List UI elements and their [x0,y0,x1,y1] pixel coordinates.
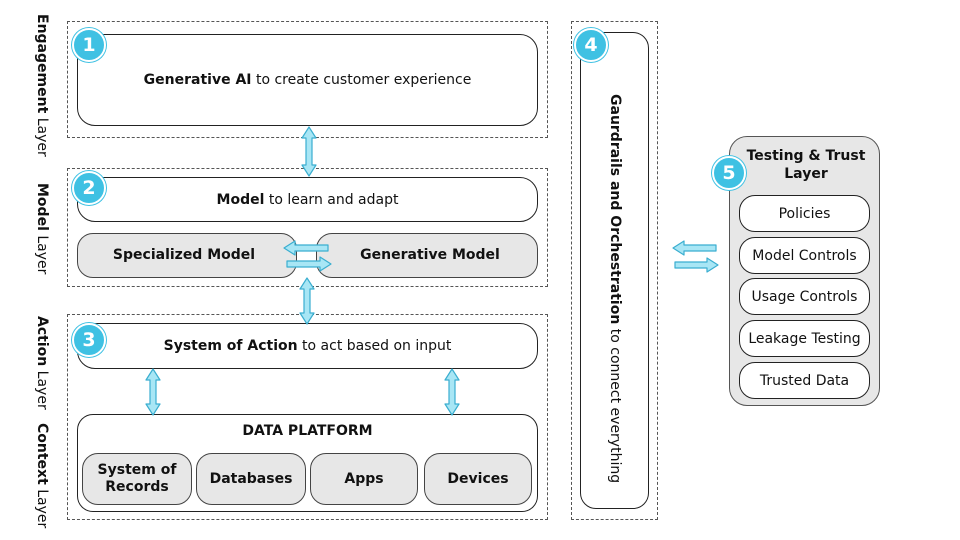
engagement-box: Generative AI to create customer experie… [77,34,538,126]
action-box-rest: to act based on input [297,338,452,354]
model-box-text: Model to learn and adapt [217,192,399,208]
testing-item-trusted-data: Trusted Data [739,362,870,399]
data-item-databases: Databases [196,453,306,505]
action-box-bold: System of Action [163,338,298,354]
data-platform-title: DATA PLATFORM [242,423,373,439]
model-box: Model to learn and adapt [77,177,538,222]
data-item-devices: Devices [424,453,532,505]
testing-item-model-controls: Model Controls [739,237,870,274]
testing-item-usage-controls: Usage Controls [739,278,870,315]
arrow-action-data-left [145,368,161,416]
action-box-text: System of Action to act based on input [164,338,452,354]
testing-item-leakage-testing: Leakage Testing [739,320,870,357]
data-item-system-of-records: System of Records [82,453,192,505]
badge-3: 3 [72,323,106,357]
badge-5: 5 [712,156,746,190]
model-box-bold: Model [216,191,265,208]
action-box: System of Action to act based on input [77,323,538,369]
testing-item-policies: Policies [739,195,870,232]
arrow-testing-to-guardrails [672,240,717,256]
model-box-rest: to learn and adapt [264,191,399,208]
data-item-apps: Apps [310,453,418,505]
arrow-guardrails-to-testing [674,257,719,273]
guardrails-frame [571,21,658,520]
generative-model-box: Generative Model [316,233,538,278]
engagement-box-rest: to create customer experience [251,72,472,88]
badge-1: 1 [72,28,106,62]
arrow-model-action [299,277,315,325]
testing-trust-title: Testing & Trust Layer [746,148,866,182]
arrow-engagement-model [301,126,317,177]
arrow-specialized-to-generative [286,256,332,272]
arrow-generative-to-specialized [283,240,329,256]
arrow-action-data-right [444,368,460,416]
badge-4: 4 [574,28,608,62]
engagement-box-text: Generative AI to create customer experie… [144,72,472,88]
guardrails-box [580,32,649,509]
specialized-model-box: Specialized Model [77,233,297,278]
engagement-box-bold: Generative AI [143,72,252,88]
badge-2: 2 [72,171,106,205]
